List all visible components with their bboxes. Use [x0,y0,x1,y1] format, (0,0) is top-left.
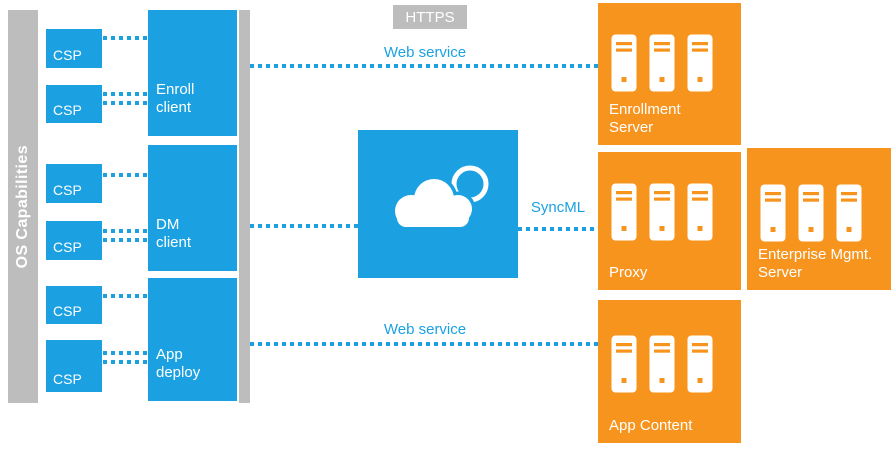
os-capabilities-label: OS Capabilities [14,144,31,269]
connector-web-service-bottom [250,342,598,346]
connector-syncml-left [250,224,358,228]
proxy-server-box: Proxy [598,152,741,290]
csp-box-5: CSP [46,286,102,324]
enterprise-mgmt-server-box: Enterprise Mgmt. Server [747,148,891,290]
csp-box-6: CSP [46,340,102,392]
csp-box-1: CSP [46,29,102,68]
server-icon [687,34,713,92]
server-icon [611,34,637,92]
connector-syncml-right [518,227,598,231]
app-deploy-box: App deploy [148,278,237,401]
server-icons-row [760,184,862,242]
csp-label: CSP [53,182,82,198]
csp-label: CSP [53,47,82,63]
csp-box-4: CSP [46,221,102,260]
csp-box-3: CSP [46,164,102,203]
enroll-client-box: Enroll client [148,10,237,136]
server-icon [687,335,713,393]
server-icon [687,183,713,241]
dm-client-box: DM client [148,145,237,271]
server-icons-row [611,34,713,92]
enroll-client-label: Enroll client [156,80,195,117]
enrollment-server-box: Enrollment Server [598,3,741,145]
enrollment-server-label: Enrollment Server [609,101,681,136]
csp-label: CSP [53,303,82,319]
device-boundary-divider [239,10,250,403]
connector-csp-1 [103,36,147,40]
proxy-label: Proxy [609,264,648,281]
app-deploy-label: App deploy [156,345,201,382]
connector-csp-3 [103,173,147,177]
cloud-service-box [358,130,518,278]
web-service-bottom-label: Web service [383,321,467,338]
connector-csp-2a [103,92,147,96]
connector-csp-4a [103,229,147,233]
server-icon [836,184,862,242]
os-capabilities-rail: OS Capabilities [8,10,38,403]
https-badge: HTTPS [393,5,467,29]
syncml-label: SyncML [530,199,586,216]
server-icon [611,183,637,241]
csp-label: CSP [53,102,82,118]
server-icon [798,184,824,242]
connector-csp-4b [103,238,147,242]
csp-label: CSP [53,371,82,387]
server-icon [649,335,675,393]
app-content-label: App Content [609,417,693,434]
connector-csp-6a [103,351,147,355]
csp-box-2: CSP [46,85,102,123]
https-label: HTTPS [405,8,455,26]
server-icon [649,183,675,241]
server-icon [611,335,637,393]
app-content-server-box: App Content [598,300,741,443]
dm-client-label: DM client [156,215,192,252]
connector-csp-2b [103,101,147,105]
connector-web-service-top [250,64,598,68]
server-icon [649,34,675,92]
server-icons-row [611,335,713,393]
cloud-icon [391,165,489,231]
web-service-top-label: Web service [383,44,467,61]
connector-csp-6b [103,360,147,364]
server-icons-row [611,183,713,241]
csp-label: CSP [53,239,82,255]
enterprise-mgmt-server-label: Enterprise Mgmt. Server [758,246,873,281]
connector-csp-5 [103,294,147,298]
server-icon [760,184,786,242]
